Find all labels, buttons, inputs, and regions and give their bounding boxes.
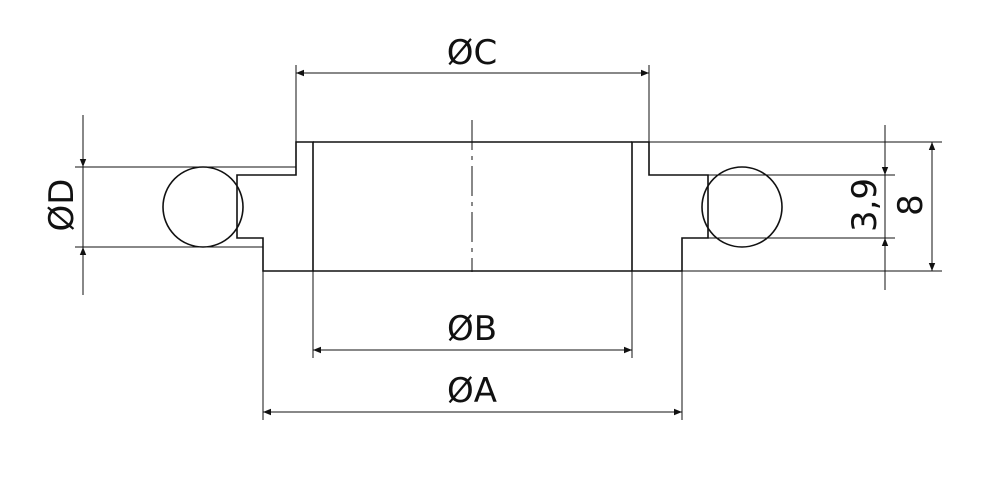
ring-section-left [236, 141, 314, 272]
ring-section-right [631, 141, 709, 272]
extension-lines [75, 65, 942, 420]
label-dim-d: ØD [42, 179, 82, 232]
label-dim-b: ØB [447, 309, 497, 349]
label-dim-a: ØA [447, 371, 497, 411]
o-ring-right [701, 166, 783, 248]
label-dim-cross-section: 3,9 [845, 178, 885, 232]
o-ring-left [162, 166, 244, 248]
label-dim-c: ØC [447, 33, 498, 73]
label-dim-height: 8 [891, 194, 931, 216]
